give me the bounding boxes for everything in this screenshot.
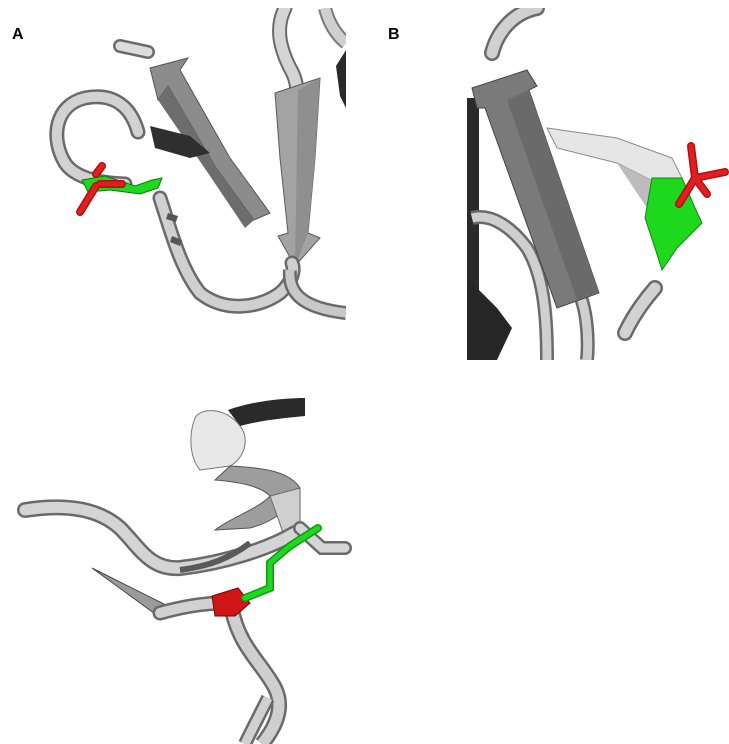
ribbon-structure-c: [0, 398, 380, 744]
panel-label-a: A: [12, 26, 24, 44]
helix-segment: [228, 398, 305, 426]
sheet-edge: [336, 50, 346, 108]
protein-panel-a: [40, 8, 346, 326]
ribbon-structure-b: [467, 8, 729, 360]
protein-panel-c: [0, 398, 380, 744]
red-residue: [212, 588, 250, 616]
protein-panel-b: [467, 8, 729, 360]
ribbon-structure-a: [40, 8, 346, 326]
panel-label-b: B: [388, 26, 400, 44]
ribbon-twist: [547, 128, 682, 183]
green-residue: [645, 178, 702, 270]
